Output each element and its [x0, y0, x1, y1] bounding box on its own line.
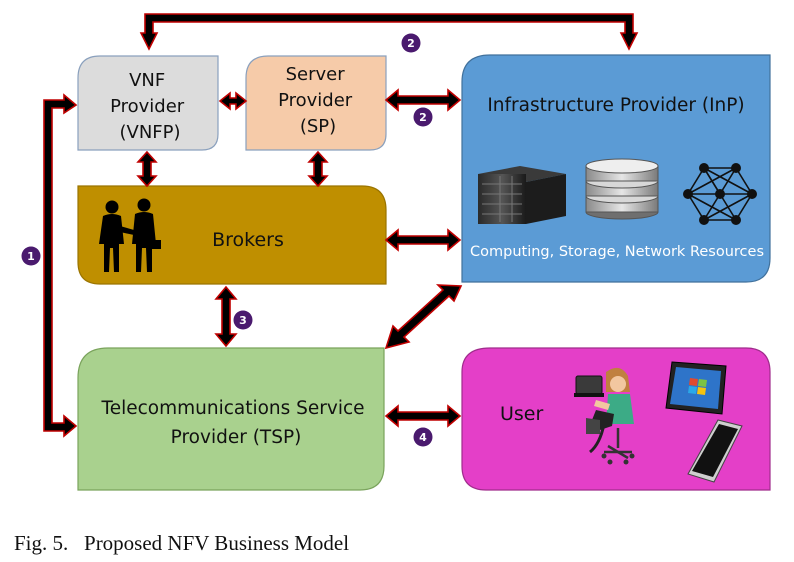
arrow-left-loop: [43, 93, 78, 438]
svg-text:1: 1: [27, 250, 35, 263]
brokers-label: Brokers: [212, 229, 284, 251]
figure-caption: Fig. 5. Proposed NFV Business Model: [14, 531, 349, 555]
inp-resources-label: Computing, Storage, Network Resources: [470, 244, 764, 260]
tsp-label: Telecommunications Service Provider (TSP…: [101, 398, 371, 448]
arrows: [43, 13, 639, 438]
arrow-brokers-tsp: [214, 285, 238, 348]
svg-text:3: 3: [239, 314, 247, 327]
storage-icon: [585, 158, 659, 220]
arrow-tsp-user: [384, 404, 462, 428]
user-label: User: [500, 403, 543, 425]
badge-2-top: 2: [401, 33, 421, 53]
vnfp-box: [77, 55, 219, 151]
server-icon: [478, 166, 566, 224]
svg-text:2: 2: [407, 37, 415, 50]
vnfp-label: VNF Provider (VNFP): [110, 70, 190, 143]
sp-label: Server Provider (SP): [278, 64, 358, 137]
arrow-vnfp-sp: [218, 91, 248, 111]
smartphone-icon: [687, 419, 743, 483]
badge-1: 1: [21, 246, 41, 266]
arrow-sp-inp: [384, 88, 462, 112]
badge-2-mid: 2: [413, 107, 433, 127]
business-people-icon: [99, 198, 161, 272]
user-at-desk-icon: [574, 367, 635, 465]
svg-text:4: 4: [419, 431, 427, 444]
arrow-vnfp-brokers: [136, 150, 158, 188]
arrow-sp-brokers: [307, 150, 329, 188]
badge-3: 3: [233, 310, 253, 330]
tablet-icon: [665, 361, 727, 415]
network-icon: [683, 163, 757, 225]
tsp-box: [77, 347, 385, 491]
arrow-brokers-inp: [384, 228, 462, 252]
arrow-inp-tsp: [384, 284, 463, 350]
sp-box: [245, 55, 387, 151]
svg-text:2: 2: [419, 111, 427, 124]
inp-title: Infrastructure Provider (InP): [487, 95, 744, 116]
badge-4: 4: [413, 427, 433, 447]
brokers-box: [77, 185, 387, 285]
arrow-top-loop: [139, 13, 639, 51]
